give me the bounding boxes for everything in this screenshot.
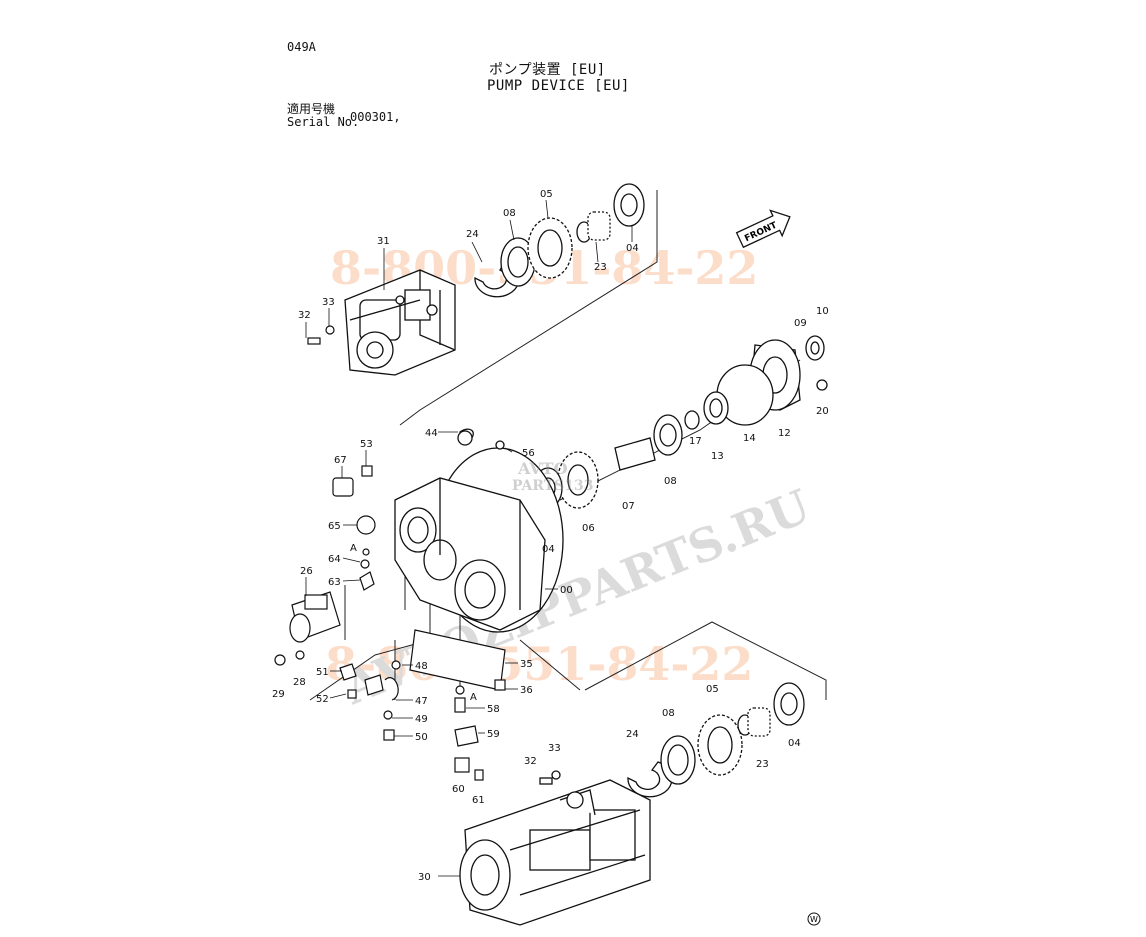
logo-watermark: AVTO PARTS133 bbox=[512, 459, 594, 494]
label-08-bottom: 08 bbox=[662, 708, 675, 719]
title-english: PUMP DEVICE [EU] bbox=[487, 78, 630, 94]
label-30: 30 bbox=[418, 872, 431, 883]
label-63: 63 bbox=[328, 577, 341, 588]
label-24-bottom: 24 bbox=[626, 729, 639, 740]
label-49: 49 bbox=[415, 714, 428, 725]
label-12: 12 bbox=[778, 428, 791, 439]
label-05-top: 05 bbox=[540, 189, 553, 200]
serial-label-japanese: 適用号機 bbox=[287, 102, 336, 116]
label-04-mid: 04 bbox=[542, 544, 555, 555]
label-08-top: 08 bbox=[503, 208, 516, 219]
label-28: 28 bbox=[293, 677, 306, 688]
top-pump-assembly bbox=[344, 269, 456, 376]
label-47: 47 bbox=[415, 696, 428, 707]
part-labels: 31 33 32 24 08 05 23 04 10 09 20 12 14 1… bbox=[272, 189, 829, 883]
leader-lines bbox=[305, 199, 633, 877]
label-33-bottom: 33 bbox=[548, 743, 561, 754]
label-26: 26 bbox=[300, 566, 313, 577]
label-09: 09 bbox=[794, 318, 807, 329]
label-17: 17 bbox=[689, 436, 702, 447]
label-51: 51 bbox=[316, 667, 329, 678]
label-61: 61 bbox=[472, 795, 485, 806]
label-14: 14 bbox=[743, 433, 756, 444]
label-23-bottom: 23 bbox=[756, 759, 769, 770]
label-32-top: 32 bbox=[298, 310, 311, 321]
label-59: 59 bbox=[487, 729, 500, 740]
label-A-bottom: A bbox=[470, 692, 477, 703]
label-04-bottom: 04 bbox=[788, 738, 801, 749]
label-48: 48 bbox=[415, 661, 428, 672]
label-50: 50 bbox=[415, 732, 428, 743]
bottom-main-pump bbox=[459, 779, 651, 926]
logo-line-2: PARTS133 bbox=[512, 478, 594, 494]
label-29: 29 bbox=[272, 689, 285, 700]
label-23-top: 23 bbox=[594, 262, 607, 273]
title-japanese: ポンプ装置 [EU] bbox=[489, 62, 606, 78]
label-A-top: A bbox=[350, 543, 357, 554]
label-20: 20 bbox=[816, 406, 829, 417]
bottom-shaft-parts bbox=[539, 682, 805, 798]
label-24-top: 24 bbox=[466, 229, 479, 240]
label-13: 13 bbox=[711, 451, 724, 462]
serial-label-english: Serial No. bbox=[287, 115, 360, 129]
central-housing bbox=[394, 428, 564, 633]
label-31: 31 bbox=[377, 236, 390, 247]
label-53: 53 bbox=[360, 439, 373, 450]
label-58: 58 bbox=[487, 704, 500, 715]
footer-mark-letter: W bbox=[810, 915, 818, 924]
label-60: 60 bbox=[452, 784, 465, 795]
label-10: 10 bbox=[816, 306, 829, 317]
label-33-top: 33 bbox=[322, 297, 335, 308]
serial-number: 000301, bbox=[350, 110, 401, 124]
top-shaft-parts bbox=[474, 183, 645, 298]
label-07: 07 bbox=[622, 501, 635, 512]
label-44: 44 bbox=[425, 428, 438, 439]
label-32-bottom: 32 bbox=[524, 756, 537, 767]
label-08-mid: 08 bbox=[664, 476, 677, 487]
diagram-code: 049A bbox=[287, 40, 316, 54]
label-04-top: 04 bbox=[626, 243, 639, 254]
label-64: 64 bbox=[328, 554, 341, 565]
label-65: 65 bbox=[328, 521, 341, 532]
front-arrow-icon: FRONT bbox=[735, 209, 791, 249]
footer-mark: W bbox=[807, 912, 821, 926]
left-small-parts bbox=[274, 325, 506, 781]
label-06: 06 bbox=[582, 523, 595, 534]
label-00: 00 bbox=[560, 585, 573, 596]
label-56: 56 bbox=[522, 448, 535, 459]
label-35: 35 bbox=[520, 659, 533, 670]
logo-line-1: AVTO bbox=[517, 459, 568, 478]
label-52: 52 bbox=[316, 694, 329, 705]
label-67: 67 bbox=[334, 455, 347, 466]
label-36: 36 bbox=[520, 685, 533, 696]
label-05-bottom: 05 bbox=[706, 684, 719, 695]
